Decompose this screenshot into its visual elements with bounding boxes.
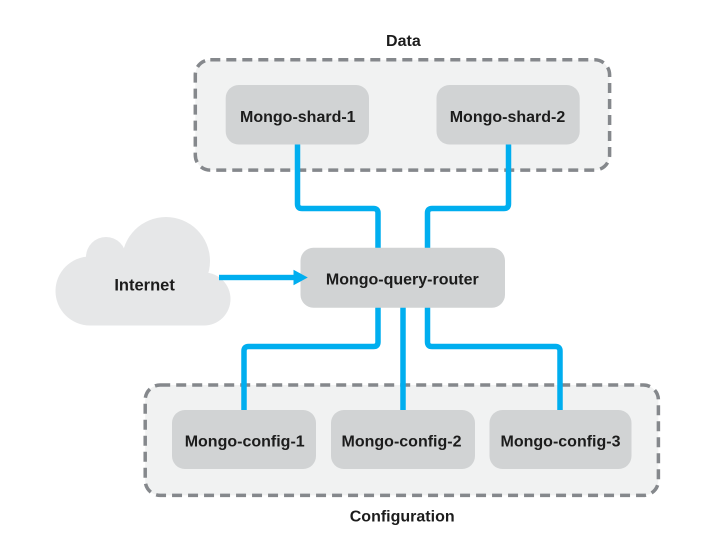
svg-text:Configuration: Configuration [350, 509, 455, 526]
svg-text:Mongo-config-1: Mongo-config-1 [185, 434, 305, 451]
svg-text:Mongo-query-router: Mongo-query-router [326, 271, 479, 288]
svg-text:Mongo-shard-2: Mongo-shard-2 [450, 109, 566, 126]
svg-text:Mongo-shard-1: Mongo-shard-1 [240, 109, 356, 126]
svg-text:Mongo-config-2: Mongo-config-2 [342, 434, 462, 451]
svg-text:Data: Data [386, 33, 421, 50]
svg-text:Mongo-config-3: Mongo-config-3 [501, 434, 621, 451]
svg-text:Internet: Internet [114, 276, 175, 294]
